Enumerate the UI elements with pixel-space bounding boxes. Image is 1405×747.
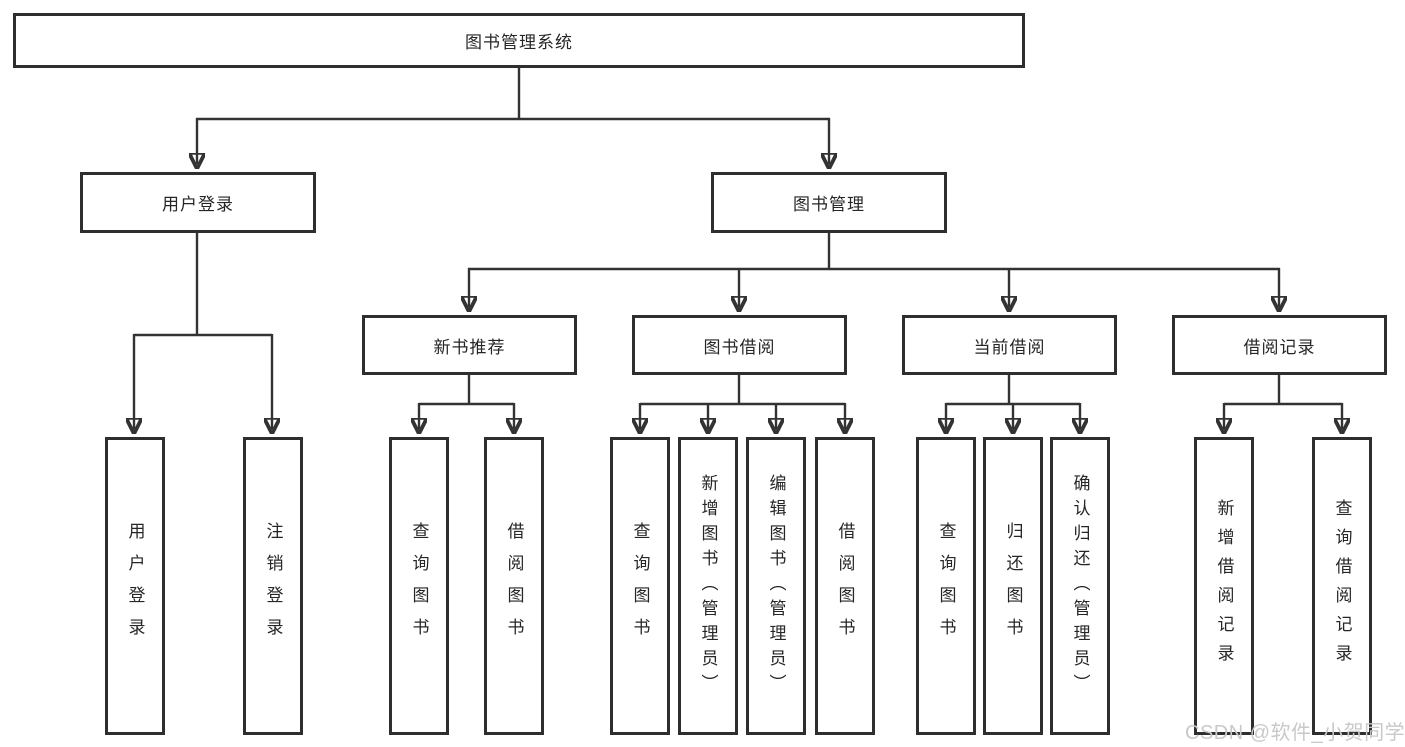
leaf-logout: 注销登录 [243, 437, 303, 735]
node-borrowing-records: 借阅记录 [1172, 315, 1387, 375]
connector-book-management [468, 233, 1280, 307]
leaf-borrow-books-label: 借阅图书 [835, 522, 855, 650]
leaf-confirm-return-admin: 确认归还（管理员） [1050, 437, 1110, 735]
leaf-edit-books-admin: 编辑图书（管理员） [746, 437, 806, 735]
connector-root [196, 67, 830, 164]
leaf-return-books-label: 归还图书 [1003, 522, 1023, 650]
node-book-management: 图书管理 [711, 172, 947, 233]
node-root-system: 图书管理系统 [13, 13, 1025, 68]
node-borrowing-records-label: 借阅记录 [1243, 337, 1316, 357]
leaf-query-books-current: 查询图书 [916, 437, 976, 735]
leaf-borrow-books: 借阅图书 [815, 437, 875, 735]
node-new-book-recommend-label: 新书推荐 [433, 337, 506, 357]
leaf-query-books-current-label: 查询图书 [936, 522, 956, 650]
node-book-management-label: 图书管理 [793, 195, 865, 214]
connector-borrowing-records [1224, 375, 1342, 429]
leaf-query-borrow-record-label: 查询借阅记录 [1332, 499, 1352, 673]
leaf-query-books-recommend: 查询图书 [389, 437, 449, 735]
node-current-borrowing-label: 当前借阅 [973, 337, 1046, 357]
node-root-label: 图书管理系统 [465, 33, 573, 52]
leaf-add-borrow-record-label: 新增借阅记录 [1214, 499, 1234, 673]
leaf-query-books-borrow: 查询图书 [610, 437, 670, 735]
leaf-query-books-recommend-label: 查询图书 [409, 522, 429, 650]
connector-current-borrowing [946, 375, 1080, 429]
leaf-add-books-admin: 新增图书（管理员） [678, 437, 738, 735]
leaf-borrow-books-recommend-label: 借阅图书 [504, 522, 524, 650]
connector-book-borrowing [640, 375, 845, 429]
leaf-add-books-admin-label: 新增图书（管理员） [698, 473, 718, 699]
leaf-borrow-books-recommend: 借阅图书 [484, 437, 544, 735]
node-user-login-label: 用户登录 [162, 195, 234, 214]
csdn-watermark: CSDN @软件_小贺同学 [1185, 722, 1405, 744]
node-book-borrowing: 图书借阅 [632, 315, 847, 375]
node-user-login: 用户登录 [80, 172, 316, 233]
node-current-borrowing: 当前借阅 [902, 315, 1117, 375]
leaf-user-login: 用户登录 [105, 437, 165, 735]
leaf-return-books: 归还图书 [983, 437, 1043, 735]
node-book-borrowing-label: 图书借阅 [703, 337, 776, 357]
leaf-query-borrow-record: 查询借阅记录 [1312, 437, 1372, 735]
connector-new-book-recommend [419, 375, 514, 429]
node-new-book-recommend: 新书推荐 [362, 315, 577, 375]
leaf-edit-books-admin-label: 编辑图书（管理员） [766, 473, 786, 699]
leaf-query-books-borrow-label: 查询图书 [630, 522, 650, 650]
connector-user-login [134, 233, 272, 429]
leaf-confirm-return-admin-label: 确认归还（管理员） [1070, 473, 1090, 699]
leaf-add-borrow-record: 新增借阅记录 [1194, 437, 1254, 735]
leaf-logout-label: 注销登录 [263, 522, 283, 650]
leaf-user-login-label: 用户登录 [125, 522, 145, 650]
